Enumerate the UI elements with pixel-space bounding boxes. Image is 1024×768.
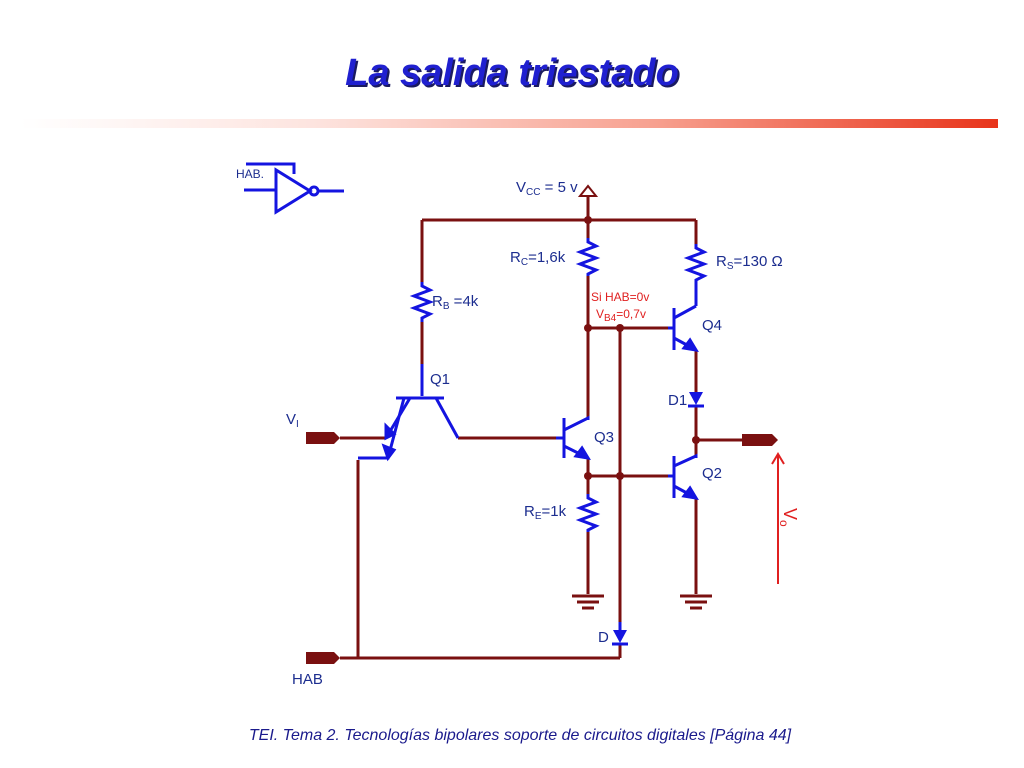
diode-d — [612, 622, 628, 646]
note-hab-line2: VB4=0,7v — [596, 307, 646, 324]
output-terminal-icon — [742, 434, 778, 446]
diode-d1 — [688, 392, 704, 408]
q4-label: Q4 — [702, 317, 722, 334]
q1-label: Q1 — [430, 371, 450, 388]
transistor-q1 — [358, 364, 460, 462]
vo-label: Vo — [777, 508, 800, 527]
transistor-q4 — [668, 304, 699, 353]
rs-label: RS=130 Ω — [716, 253, 783, 272]
d-label: D — [598, 629, 609, 646]
re-label: RE=1k — [524, 503, 567, 522]
vi-label: VI — [286, 411, 299, 430]
inverter-gate-icon — [244, 162, 344, 215]
vcc-terminal-icon — [577, 184, 599, 197]
ground-icon — [680, 594, 712, 610]
resistor-rs — [683, 244, 709, 306]
rb-label: RB =4k — [432, 293, 479, 312]
d1-label: D1 — [668, 392, 687, 409]
resistor-re — [575, 494, 601, 532]
resistors — [409, 238, 709, 532]
hab-label: HAB — [292, 671, 323, 688]
resistor-rb — [409, 282, 435, 322]
q2-label: Q2 — [702, 465, 722, 482]
q3-label: Q3 — [594, 429, 614, 446]
output-voltage-arrow — [771, 452, 785, 584]
rc-label: RC=1,6k — [510, 249, 566, 268]
vcc-label: VCC = 5 v — [516, 179, 578, 198]
resistor-rc — [575, 238, 601, 276]
inverter-label: HAB. — [236, 167, 264, 181]
transistor-q3 — [556, 415, 591, 461]
ground-icon — [572, 594, 604, 610]
transistor-q2 — [668, 453, 699, 501]
slide-footer: TEI. Tema 2. Tecnologías bipolares sopor… — [248, 727, 792, 744]
note-hab-line1: Si HAB=0v — [591, 290, 649, 304]
slide-title: La salida triestado — [345, 52, 679, 94]
hab-input-terminal-icon — [306, 652, 340, 664]
vi-input-terminal-icon — [306, 432, 340, 444]
junction-dots — [584, 216, 700, 480]
title-divider — [20, 119, 998, 128]
